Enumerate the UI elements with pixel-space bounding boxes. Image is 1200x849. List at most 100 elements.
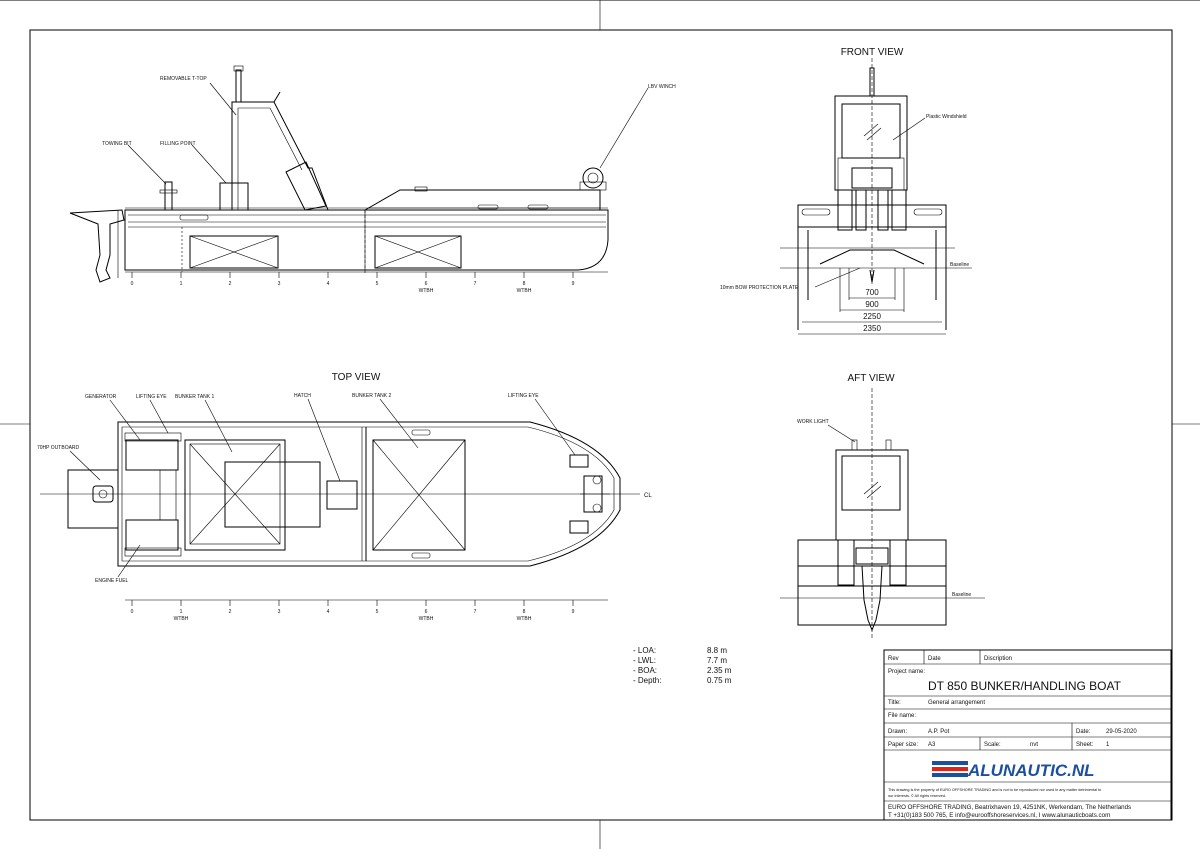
tb-sheet-value: 1 [1106,742,1110,748]
spec-value: 2.35 m [707,666,732,675]
tb-scale-value: nvt [1030,742,1038,748]
frame-number: 6 [425,281,428,287]
dim-2250: 2250 [863,312,881,321]
label-bunker-tank-1: BUNKER TANK 1 [175,394,214,400]
lbv-winch [582,167,604,189]
tb-file-label: File name: [888,713,916,719]
tb-title-value: General arrangement [928,700,985,706]
frame-number: 2 [229,281,232,287]
tb-drawn-value: A.P. Pot [928,729,950,735]
spec-value: 8.8 m [707,646,727,655]
wtbh-label: WTBH [419,616,434,622]
wtbh-label: WTBH [419,288,434,294]
frame-number: 5 [376,281,379,287]
frame-number: 1 [180,609,183,615]
tb-title-label: Title: [888,700,901,706]
tb-paper-value: A3 [928,742,936,748]
aft-view: AFT VIEW WORK LIGHT Baseline [780,373,985,640]
spec-label: - LWL: [633,656,656,665]
frame-number: 4 [327,281,330,287]
frame-number: 8 [523,609,526,615]
spec-label: - LOA: [633,646,656,655]
frame-number: 7 [474,281,477,287]
frame-number: 3 [278,281,281,287]
frame-number: 4 [327,609,330,615]
tb-contact: T +31(0)183 500 765, E info@eurooffshore… [888,812,1110,819]
label-cl: CL [644,493,652,499]
label-windshield: Plastic Windshield [926,114,967,120]
label-work-light: WORK LIGHT [797,419,829,425]
front-windshield [841,103,901,159]
label-towing-bit: TOWING BIT [102,141,132,147]
top-hatch [326,480,358,510]
spec-label: - BOA: [633,666,657,675]
dim-700: 700 [865,288,879,297]
front-view: FRONT VIEW Baseline 10mm BOW PROTECTION … [720,47,972,335]
top-hull [117,421,621,567]
frame-number: 7 [474,609,477,615]
view-title-top: TOP VIEW [332,372,381,383]
frame-number: 2 [229,609,232,615]
frame-number: 1 [180,281,183,287]
tb-project-name: DT 850 BUNKER/HANDLING BOAT [928,679,1122,693]
wtbh-label: WTBH [517,616,532,622]
frame-number: 6 [425,609,428,615]
spec-value: 0.75 m [707,676,732,685]
spec-label: - Depth: [633,676,661,685]
view-title-aft: AFT VIEW [847,373,895,384]
label-lifting-eye-aft: LIFTING EYE [136,394,167,400]
label-front-baseline: Baseline [950,262,969,268]
tb-date-label: Date: [1076,729,1091,735]
title-block: Rev Date Discription Project name: DT 85… [883,649,1172,821]
spec-value: 7.7 m [707,656,727,665]
top-bunker-tank-2 [372,439,466,551]
tb-address: EURO OFFSHORE TRADING, Beatrixhaven 19, … [888,804,1131,811]
label-aft-baseline: Baseline [952,592,971,598]
t-top [231,101,329,211]
frame-number: 9 [572,281,575,287]
tb-date-value: 29-05-2020 [1106,729,1137,735]
wtbh-label: WTBH [517,288,532,294]
tb-paper-label: Paper size: [888,742,918,748]
label-winch: LBV WINCH [648,84,676,90]
tb-scale-label: Scale: [984,742,1001,748]
tb-disclaimer-1: This drawing is the property of EURO OFF… [888,788,1101,792]
label-filling-point: FILLING POINT [160,141,196,147]
top-view: TOP VIEW CL [37,372,652,622]
logo-wordmark: ALUNAUTIC.NL [967,761,1095,780]
label-lifting-eye-fwd: LIFTING EYE [508,393,539,399]
side-outboard [69,209,125,283]
label-outboard: 70HP OUTBOARD [37,445,80,451]
frame-number: 9 [572,609,575,615]
tb-drawn-label: Drawn: [888,729,907,735]
frame-number: 3 [278,609,281,615]
tb-description: Discription [984,656,1012,662]
label-engine-fuel: ENGINE FUEL [95,578,129,584]
tb-rev: Rev [888,656,899,662]
frame-number: 8 [523,281,526,287]
frame-number: 0 [131,281,134,287]
frame-number: 5 [376,609,379,615]
main-specs: - LOA: 8.8 m - LWL: 7.7 m - BOA: 2.35 m - Dept… [633,646,732,685]
dim-900: 900 [865,300,879,309]
top-bunker-tank-1 [184,439,286,551]
tb-date-header: Date [928,656,941,662]
tb-project-label: Project name: [888,669,925,675]
label-bunker-tank-2: BUNKER TANK 2 [352,393,391,399]
side-bunker-tank-1 [189,235,279,269]
label-generator: GENERATOR [85,394,117,400]
alunautic-logo: ALUNAUTIC.NL [932,761,1095,780]
side-hull [124,209,609,271]
view-title-front: FRONT VIEW [841,47,904,58]
tb-disclaimer-2: our interests. © All rights reserved. [888,794,946,798]
tb-sheet-label: Sheet: [1076,742,1094,748]
label-removable-t-top: REMOVABLE T-TOP [160,76,207,82]
dim-2350: 2350 [863,324,881,333]
frame-number: 0 [131,609,134,615]
side-bunker-tank-2 [374,235,462,269]
